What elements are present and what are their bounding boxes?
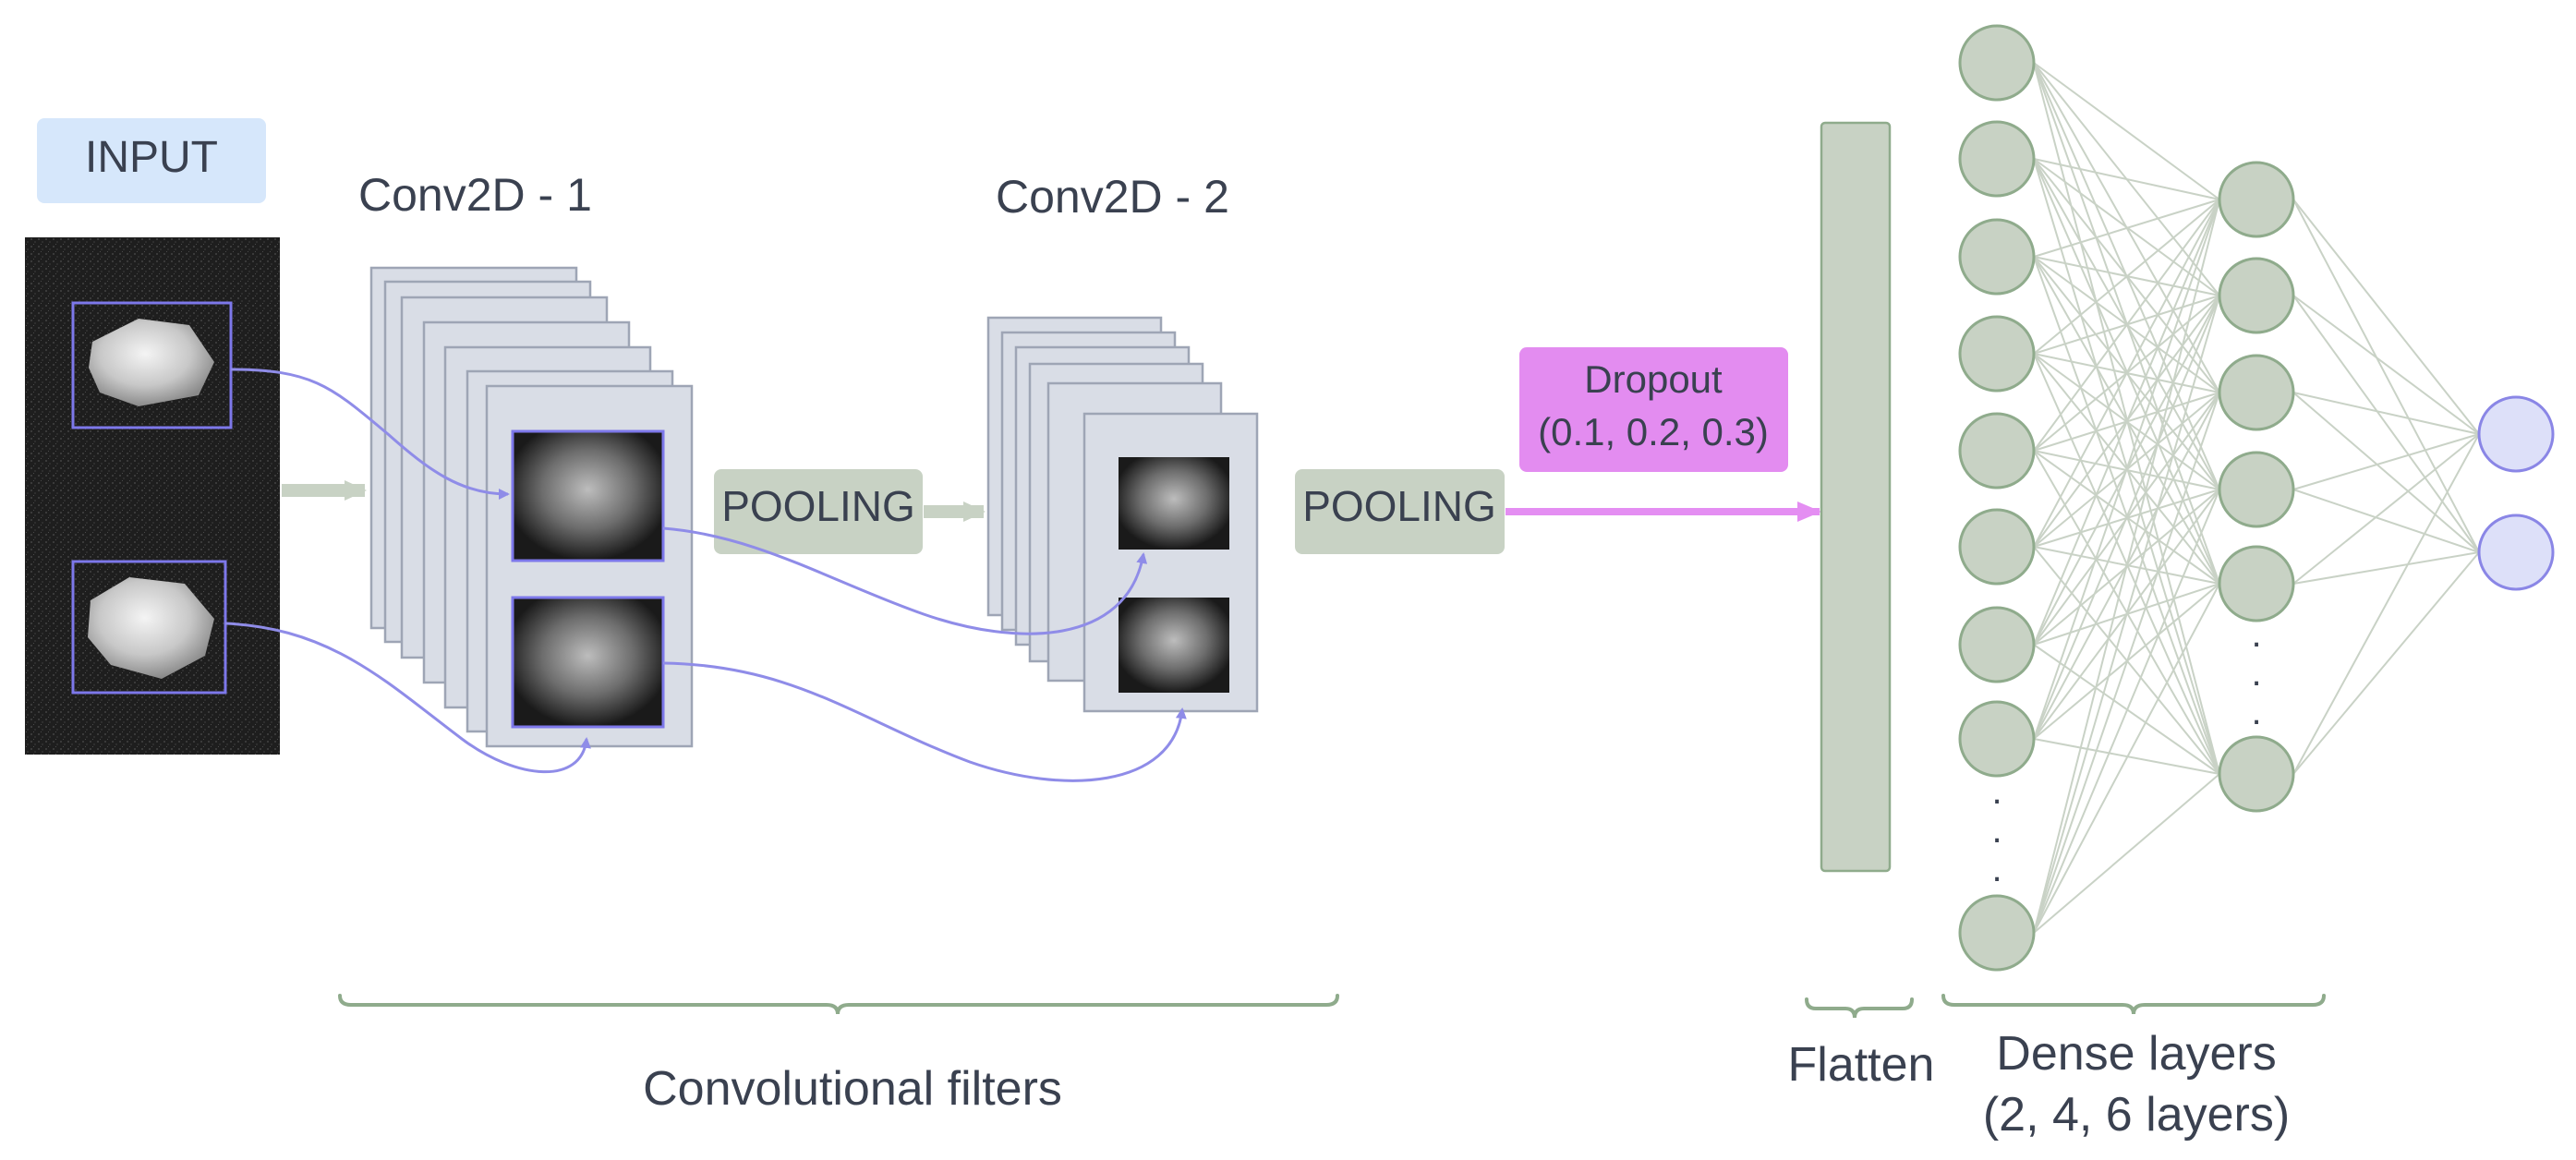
input-label-box (37, 118, 266, 203)
dense-edge (2033, 773, 2220, 934)
dense-edge (2033, 295, 2220, 740)
input-crop-box-bottom (71, 560, 227, 695)
dense-layer2-neuron (2218, 451, 2295, 528)
dense-neurons (1958, 24, 2555, 972)
ellipsis-dot: . (1991, 771, 2002, 812)
dense-edge (2292, 551, 2480, 585)
brace-flatten (1805, 997, 1914, 1019)
dense-layer2-neuron (2218, 257, 2295, 334)
brace-convolutional-filters (338, 994, 1339, 1015)
pooling-1: POOLING (714, 469, 923, 554)
output-neuron (2477, 514, 2555, 591)
dense-edge (2033, 199, 2220, 258)
dense-connections (2033, 62, 2480, 934)
convolutional-filters-label: Convolutional filters (643, 1062, 1062, 1116)
dense-edge (2033, 199, 2220, 355)
dropout-rates: (0.1, 0.2, 0.3) (1538, 410, 1769, 453)
input-image (25, 237, 280, 755)
flatten-label: Flatten (1788, 1038, 1935, 1092)
input-block: INPUT (25, 118, 280, 755)
ellipsis-dot: . (2251, 614, 2261, 655)
dense-edge (2292, 295, 2480, 435)
dense-layer1-neuron (1958, 700, 2036, 778)
dense-edge (2033, 199, 2220, 646)
conv1-label: Conv2D - 1 (358, 169, 592, 221)
connector-conv1-bottom-to-conv2 (662, 661, 1187, 782)
dense-layer1-neuron (1958, 24, 2036, 102)
brace-dense-layers (1941, 994, 2326, 1015)
dense-edge (2292, 392, 2480, 435)
dense-edge (2292, 433, 2480, 585)
ellipsis-dot: . (1991, 849, 2002, 889)
conv2-label: Conv2D - 2 (996, 171, 1229, 223)
flatten-layer (1820, 121, 1892, 873)
dense-layer1-ellipsis: . . . (1991, 771, 2002, 889)
dropout-label: Dropout (1584, 357, 1723, 401)
dense-edge (2033, 489, 2220, 934)
dense-layer2-neuron (2218, 354, 2295, 431)
conv2-filter-output-top (1119, 457, 1229, 550)
dense-edge (2033, 392, 2220, 934)
pooling-1-box (714, 469, 923, 554)
dense-layer2-neuron (2218, 161, 2295, 238)
dense-edge (2292, 199, 2480, 435)
pooling-2: POOLING (1295, 469, 1505, 554)
input-label: INPUT (85, 133, 218, 182)
dense-layer1-neuron (1958, 606, 2036, 683)
input-crop-box-top (71, 301, 233, 429)
dense-edge (2292, 489, 2480, 553)
pooling-2-box (1295, 469, 1505, 554)
connector-conv1-top-to-conv2 (662, 526, 1148, 635)
dense-layer2-neuron (2218, 735, 2295, 813)
dense-layers-label: Dense layers (1996, 1027, 2276, 1081)
dense-edge (2033, 199, 2220, 452)
dense-edge (2033, 583, 2220, 934)
dense-edge (2292, 199, 2480, 553)
dense-layer1-neuron (1958, 508, 2036, 586)
pooling-1-label: POOLING (721, 482, 915, 530)
dense-layer2-ellipsis: . . . (2251, 614, 2261, 732)
dense-layers-options: (2, 4, 6 layers) (1983, 1088, 2290, 1142)
dropout: Dropout (0.1, 0.2, 0.3) (1519, 347, 1788, 472)
input-object-top (89, 319, 214, 406)
dense-layer1-neuron (1958, 315, 2036, 393)
conv2-block: Conv2D - 2 (986, 171, 1259, 713)
conv1-filter-output-bottom (511, 596, 665, 729)
dense-edge (2033, 199, 2220, 548)
conv1-block: Conv2D - 1 (358, 169, 694, 748)
ellipsis-dot: . (2251, 653, 2261, 694)
dense-layer2-neuron (2218, 545, 2295, 622)
dense-edge (2033, 199, 2220, 740)
dense-layer1-neuron (1958, 412, 2036, 489)
dense-edge (2292, 295, 2480, 553)
dense-edge (2033, 158, 2220, 200)
conv1-filter-output-top (511, 429, 665, 562)
output-neuron (2477, 395, 2555, 473)
dropout-box (1519, 347, 1788, 472)
dense-edge (2033, 62, 2220, 200)
dense-layer1-neuron (1958, 120, 2036, 198)
dense-edge (2033, 199, 2220, 934)
conv2-filter-output-bottom (1119, 598, 1229, 693)
dense-layer1-neuron (1958, 218, 2036, 296)
connector-input-bottom-to-conv1 (224, 622, 591, 774)
ellipsis-dot: . (1991, 810, 2002, 851)
dense-layer1-neuron (1958, 894, 2036, 972)
dense-edge (2292, 392, 2480, 553)
dense-edge (2292, 433, 2480, 490)
dense-edge (2033, 295, 2220, 934)
ellipsis-dot: . (2251, 692, 2261, 732)
connector-input-top-to-conv1 (230, 368, 510, 500)
pooling-2-label: POOLING (1302, 482, 1496, 530)
dense-edge (2292, 433, 2480, 775)
input-object-bottom (88, 577, 214, 679)
dense-edge (2292, 551, 2480, 775)
